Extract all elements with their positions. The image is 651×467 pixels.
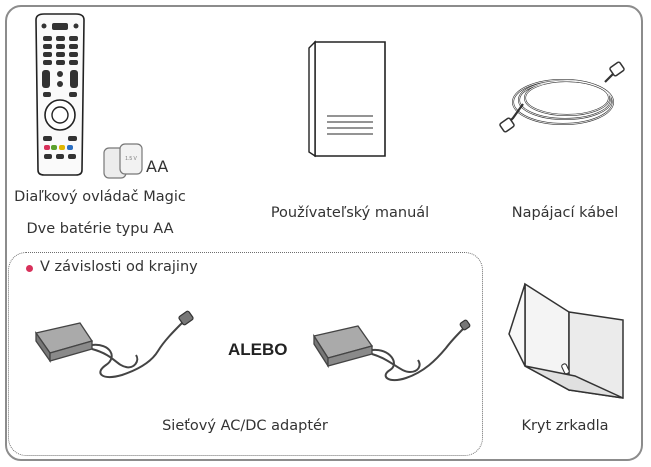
remote-label: Diaľkový ovládač Magic [14,189,186,205]
mirror-cover-icon [508,282,624,399]
power-cable-label: Napájací kábel [511,205,619,221]
user-manual-icon [308,40,386,158]
magic-remote-icon [35,13,85,176]
adapter-label: Sieťový AC/DC adaptér [162,418,328,434]
ac-dc-adapter-2-icon [312,319,471,382]
power-cable-icon [499,61,625,133]
mirror-cover-label: Kryt zrkadla [521,418,609,434]
batteries-label: Dve batérie typu AA [26,221,174,237]
ac-dc-adapter-1-icon [34,310,194,379]
battery-voltage: 1.5 V [125,156,137,162]
aa-batteries-icon: 1.5 V [103,143,143,179]
battery-type-label: AA [146,157,169,176]
package-contents-frame [5,5,643,461]
or-text: ALEBO [228,340,288,359]
country-dependent-section [8,252,483,456]
bullet-icon [26,265,33,272]
user-manual-label: Používateľský manuál [270,205,430,221]
country-note: V závislosti od krajiny [40,259,198,275]
